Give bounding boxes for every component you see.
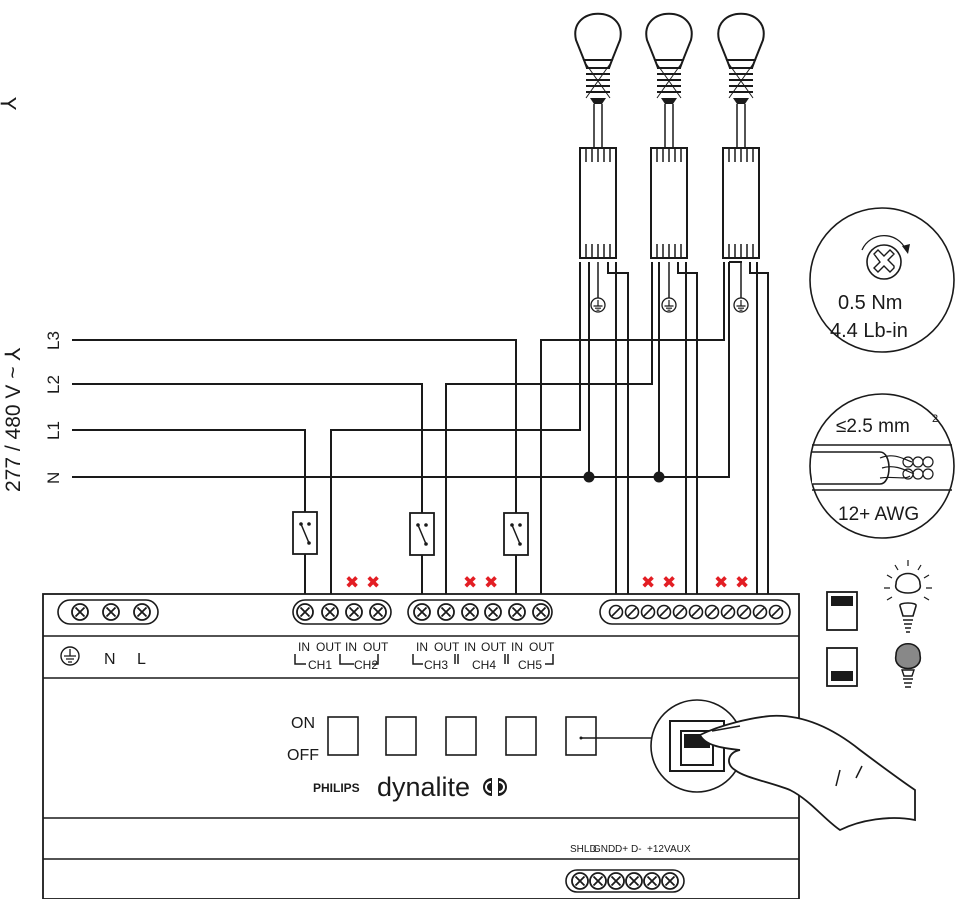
- torque-lbin: 4.4 Lb-in: [830, 320, 908, 342]
- brand-philips: PHILIPS: [313, 781, 360, 795]
- wire-size-awg: 12+ AWG: [838, 504, 919, 525]
- svg-text:IN: IN: [511, 640, 523, 654]
- svg-text:OUT: OUT: [434, 640, 460, 654]
- svg-text:D-: D-: [631, 844, 642, 855]
- lamp-on-legend: [826, 560, 932, 633]
- lamp-off-legend: [826, 642, 921, 688]
- svg-text:✖: ✖: [735, 573, 749, 593]
- svg-text:IN: IN: [416, 640, 428, 654]
- voltage-label: 277 / 480 V ~ ⅄: [2, 348, 25, 492]
- line-label-l3: L3: [44, 331, 63, 350]
- relay-ch5: [503, 512, 529, 556]
- bus-labels: SHLD GND D+ D- +12V AUX: [570, 844, 691, 855]
- terminal-label-n: N: [104, 651, 116, 668]
- ground-icon: [661, 297, 677, 313]
- line-label-l2: L2: [44, 375, 63, 394]
- hand-icon: [698, 714, 916, 832]
- svg-text:CH1: CH1: [308, 658, 332, 672]
- svg-text:CH3: CH3: [424, 658, 448, 672]
- wire-spec-callout: [809, 393, 955, 539]
- svg-text:AUX: AUX: [670, 844, 691, 855]
- svg-text:OUT: OUT: [481, 640, 507, 654]
- svg-text:CH2: CH2: [354, 658, 378, 672]
- svg-text:OUT: OUT: [316, 640, 342, 654]
- torque-callout: [809, 207, 955, 353]
- cable-icon: [812, 451, 934, 485]
- svg-text:✖: ✖: [366, 573, 380, 593]
- wire-size-mm: ≤2.5 mm: [836, 416, 910, 437]
- relay-ch3: [409, 512, 435, 556]
- switch-off-label: OFF: [287, 747, 319, 764]
- luminaire-1: [574, 12, 622, 259]
- svg-text:OUT: OUT: [529, 640, 555, 654]
- no-connection-marks: ✖ ✖ ✖ ✖ ✖ ✖ ✖ ✖: [345, 573, 749, 593]
- dynalite-logo-icon: [483, 778, 507, 796]
- channel-labels: IN OUT IN OUT CH1 CH2 IN OUT IN OUT IN O…: [298, 640, 555, 672]
- svg-text:GND: GND: [593, 844, 615, 855]
- earth-label-icon: [60, 646, 80, 666]
- svg-text:CH5: CH5: [518, 658, 542, 672]
- wire-size-sup: 2: [932, 413, 938, 425]
- screw-icon: [861, 234, 910, 280]
- luminaire-3: [717, 12, 765, 259]
- svg-text:IN: IN: [345, 640, 357, 654]
- svg-text:CH4: CH4: [472, 658, 496, 672]
- svg-text:✖: ✖: [484, 573, 498, 593]
- svg-text:✖: ✖: [641, 573, 655, 593]
- svg-text:✖: ✖: [463, 573, 477, 593]
- svg-text:IN: IN: [464, 640, 476, 654]
- torque-nm: 0.5 Nm: [838, 292, 902, 314]
- brand-dynalite: dynalite: [377, 772, 470, 802]
- ground-icon: [590, 297, 606, 313]
- ground-icon: [733, 297, 749, 313]
- top-partial-label: ⅄: [0, 97, 21, 111]
- switch-on-label: ON: [291, 715, 315, 732]
- svg-text:OUT: OUT: [363, 640, 389, 654]
- svg-text:SHLD: SHLD: [570, 844, 597, 855]
- luminaire-2: [645, 12, 693, 259]
- controller-unit: [42, 593, 800, 899]
- svg-text:IN: IN: [298, 640, 310, 654]
- supply-lines: [72, 261, 742, 515]
- svg-text:✖: ✖: [662, 573, 676, 593]
- svg-text:D+: D+: [615, 844, 628, 855]
- relay-ch1: [292, 511, 318, 555]
- lamp-on-icon: [884, 560, 932, 633]
- svg-text:+12V: +12V: [647, 844, 671, 855]
- line-label-l1: L1: [44, 421, 63, 440]
- svg-text:✖: ✖: [714, 573, 728, 593]
- terminal-label-l: L: [137, 651, 146, 668]
- lamp-off-icon: [895, 642, 921, 688]
- svg-text:✖: ✖: [345, 573, 359, 593]
- line-label-n: N: [44, 472, 63, 484]
